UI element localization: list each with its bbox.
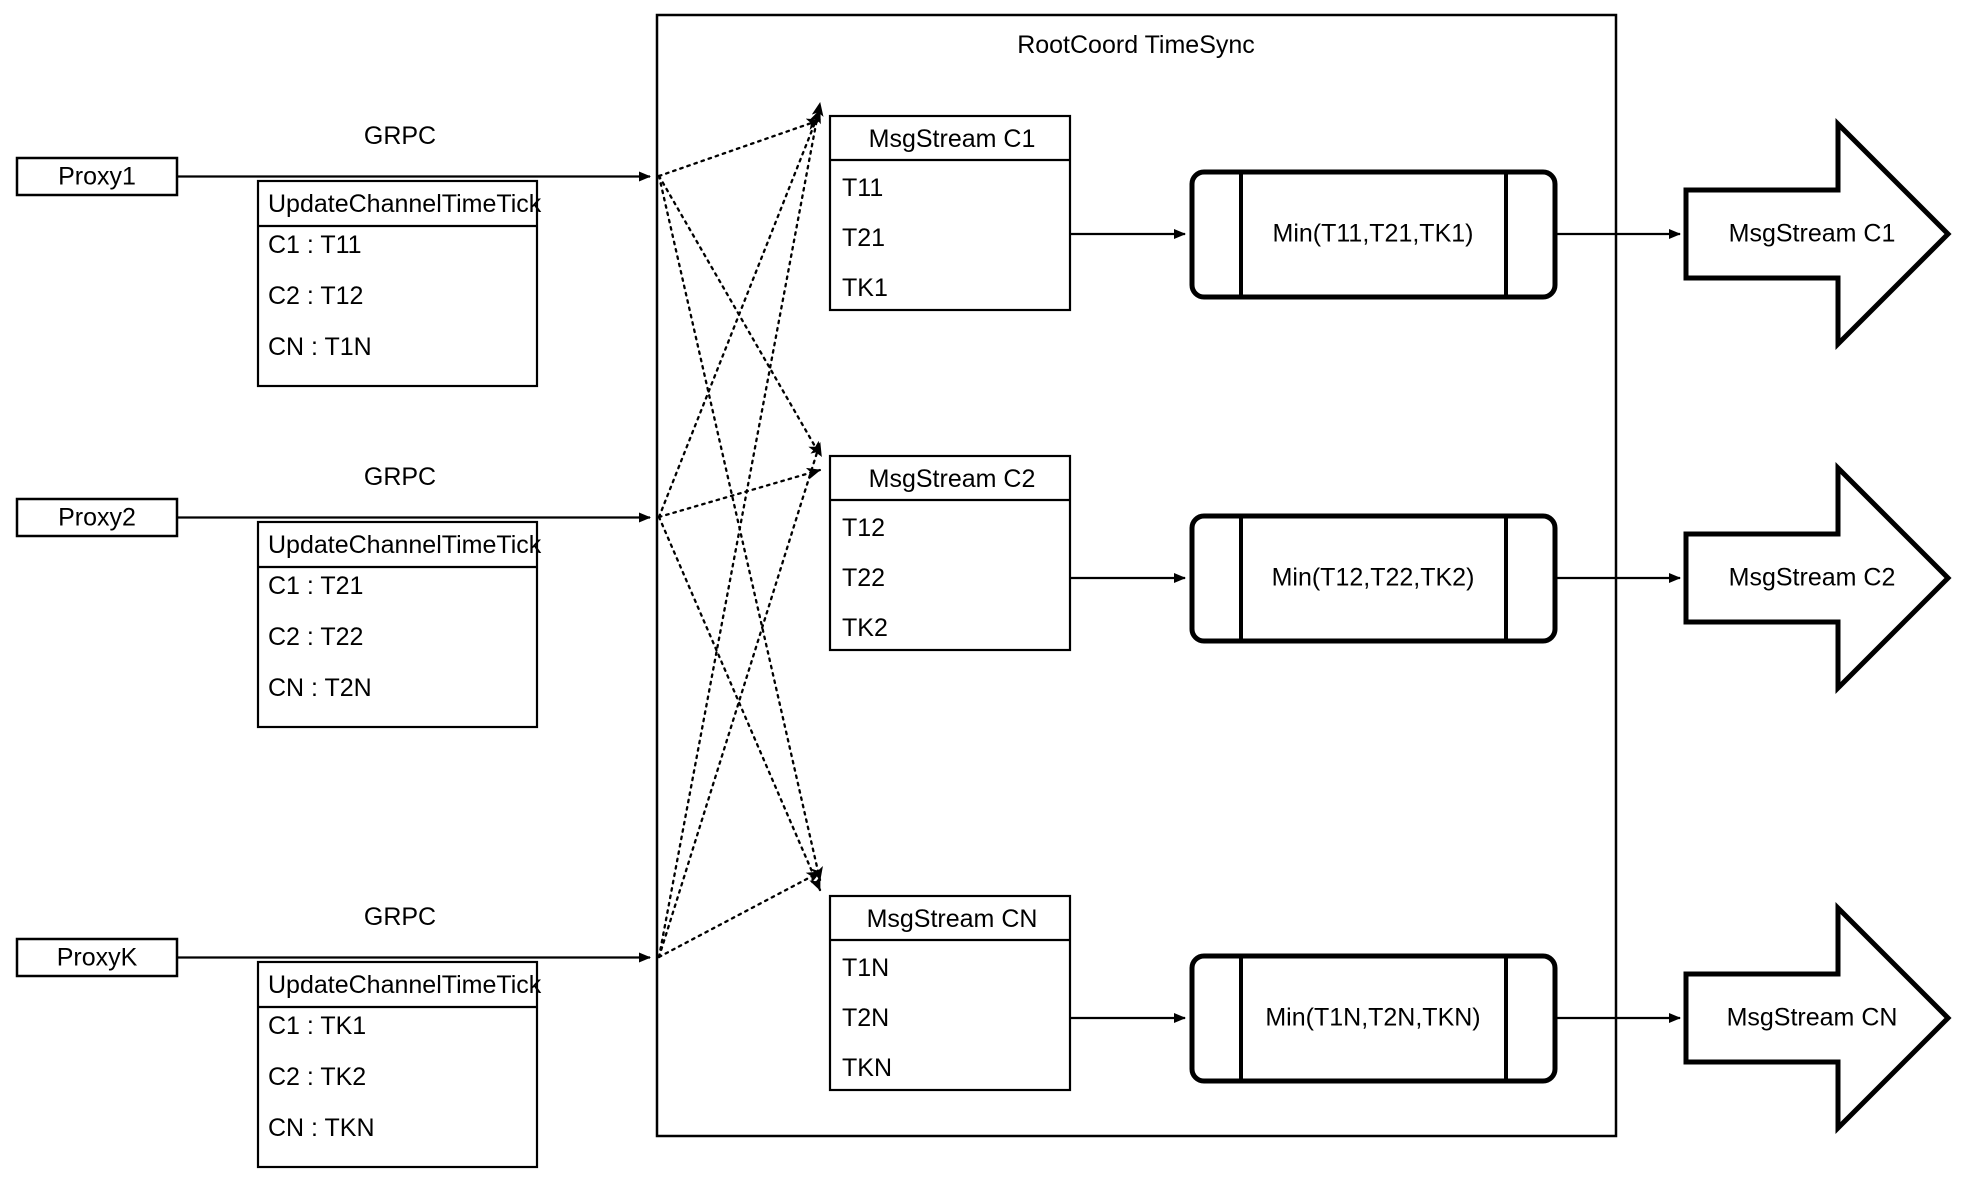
proxy-label-1[interactable]: Proxy1 xyxy=(58,162,136,191)
timetick-header-2: UpdateChannelTimeTick xyxy=(268,531,542,559)
timetick-table-1 xyxy=(256,179,539,388)
proxy-label-3[interactable]: ProxyK xyxy=(56,943,138,972)
msgstream-row-c2-0: T12 xyxy=(842,514,886,542)
fanout-p2-c1 xyxy=(657,108,822,519)
proxy-box-2 xyxy=(15,497,179,538)
msgstream-table-c2 xyxy=(828,454,1072,652)
msgstream-header-c2: MsgStream C2 xyxy=(868,465,1036,493)
timetick-row-1-1: C2 : T12 xyxy=(268,282,364,310)
timetick-row-3-0: C1 : TK1 xyxy=(268,1012,367,1040)
grpc-label-3: GRPC xyxy=(363,903,437,931)
msgstream-row-c1-2: TK1 xyxy=(842,274,888,302)
proxy-box-1 xyxy=(15,156,179,197)
output-label-cn: MsgStream CN xyxy=(1726,1003,1898,1032)
timetick-header-3: UpdateChannelTimeTick xyxy=(268,971,542,999)
proxy-label-2[interactable]: Proxy2 xyxy=(58,503,136,532)
grpc-label-2: GRPC xyxy=(363,463,437,491)
min-box-cn-shape xyxy=(1189,953,1558,1084)
msgstream-row-cn-2: TKN xyxy=(842,1054,892,1082)
min-label-cn: Min(T1N,T2N,TKN) xyxy=(1265,1003,1481,1032)
min-label-c2: Min(T12,T22,TK2) xyxy=(1271,563,1475,592)
output-arrow-c2 xyxy=(1683,461,1952,695)
timetick-table-2 xyxy=(256,520,539,729)
timetick-row-2-2: CN : T2N xyxy=(268,674,372,702)
fanout-p2-c2 xyxy=(657,467,822,519)
msgstream-row-c1-0: T11 xyxy=(842,174,884,202)
fanout-pk-c1 xyxy=(657,101,824,959)
output-label-c1: MsgStream C1 xyxy=(1728,219,1896,248)
timetick-row-3-2: CN : TKN xyxy=(268,1114,375,1142)
msgstream-row-cn-0: T1N xyxy=(842,954,890,982)
msgstream-table-c1 xyxy=(828,114,1072,312)
min-label-c1: Min(T11,T21,TK1) xyxy=(1272,219,1474,248)
timetick-row-1-0: C1 : T11 xyxy=(268,231,362,259)
timetick-row-2-1: C2 : T22 xyxy=(268,623,364,651)
container-title: RootCoord TimeSync xyxy=(1017,31,1255,59)
timetick-row-3-1: C2 : TK2 xyxy=(268,1063,367,1091)
msgstream-header-c1: MsgStream C1 xyxy=(868,125,1036,153)
msgstream-row-c2-2: TK2 xyxy=(842,614,888,642)
timetick-header-1: UpdateChannelTimeTick xyxy=(268,190,542,218)
fanout-pk-cn xyxy=(657,870,822,959)
fanout-p2-cn xyxy=(657,515,822,892)
timetick-row-1-2: CN : T1N xyxy=(268,333,372,361)
output-arrow-c1 xyxy=(1683,117,1952,351)
output-arrow-cn xyxy=(1683,901,1952,1135)
msgstream-row-c1-1: T21 xyxy=(842,224,886,252)
output-label-c2: MsgStream C2 xyxy=(1728,563,1896,592)
timetick-row-2-0: C1 : T21 xyxy=(268,572,364,600)
msgstream-row-c2-1: T22 xyxy=(842,564,886,592)
timetick-table-3 xyxy=(256,960,539,1169)
msgstream-row-cn-1: T2N xyxy=(842,1004,890,1032)
fanout-p1-c1 xyxy=(657,118,822,178)
fanout-pk-c2 xyxy=(657,441,822,959)
msgstream-table-cn xyxy=(828,894,1072,1092)
msgstream-header-cn: MsgStream CN xyxy=(866,905,1038,933)
grpc-label-1: GRPC xyxy=(363,122,437,150)
